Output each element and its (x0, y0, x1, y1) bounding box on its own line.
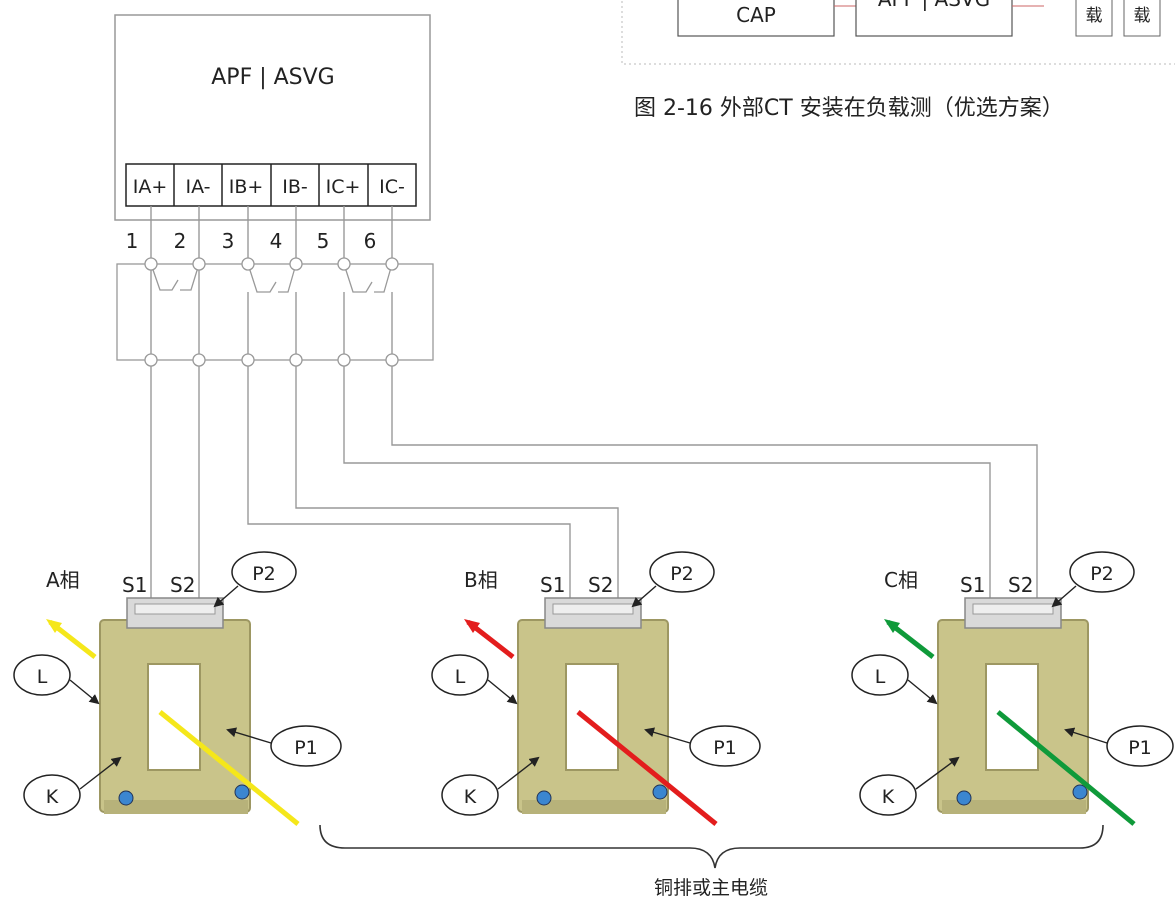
p1-label-a: P1 (294, 737, 318, 759)
bottom-brace (319, 824, 1104, 869)
p1-label-b: P1 (713, 737, 737, 759)
terminal-ic-minus: IC- (379, 176, 405, 198)
p2-label-c: P2 (1090, 563, 1114, 585)
phase-label-a: A相 (46, 568, 80, 592)
terminal-ib-plus: IB+ (229, 176, 264, 198)
s1-label-b: S1 (540, 573, 565, 597)
inset-figure: CAP APF | ASVG 载 载 图 2-16 外部CT 安装在负载测（优选… (621, 0, 1175, 121)
inset-load-box-2 (1123, 0, 1161, 37)
bottom-label: 铜排或主电缆 (654, 877, 768, 899)
ct-phase-a: A相 S1 S2 P2 L P1 K (13, 551, 342, 826)
terminal-number-6: 6 (364, 229, 377, 253)
terminal-number-1: 1 (126, 229, 139, 253)
terminal-number-5: 5 (317, 229, 330, 253)
terminal-nodes (144, 257, 399, 367)
conductor-b-lower (576, 710, 718, 826)
terminal-number-4: 4 (270, 229, 283, 253)
s1-label-c: S1 (960, 573, 985, 597)
inset-device-label: APF | ASVG (878, 0, 990, 11)
inset-load-char-2: 载 (1134, 6, 1151, 26)
terminal-ia-minus: IA- (185, 176, 210, 198)
terminal-ic-plus: IC+ (326, 176, 361, 198)
inset-device-box (855, 0, 1013, 37)
conductor-c-lower (996, 710, 1136, 826)
l-label-c: L (875, 666, 886, 688)
phase-label-c: C相 (884, 568, 918, 592)
signal-wires (150, 206, 1038, 598)
s2-label-c: S2 (1008, 573, 1033, 597)
inset-caption: 图 2-16 外部CT 安装在负载测（优选方案） (634, 96, 1064, 121)
k-label-b: K (464, 786, 477, 808)
s2-label-a: S2 (170, 573, 195, 597)
terminal-strip: IA+ IA- IB+ IB- IC+ IC- (125, 163, 417, 207)
k-label-a: K (46, 786, 59, 808)
s2-label-b: S2 (588, 573, 613, 597)
inset-border (621, 0, 1175, 65)
inset-cap-label: CAP (736, 3, 776, 27)
inset-cap-box (677, 0, 835, 37)
phase-label-b: B相 (464, 568, 498, 592)
l-label-b: L (455, 666, 466, 688)
terminal-ib-minus: IB- (282, 176, 308, 198)
conductor-a-lower (158, 710, 300, 826)
shorting-terminal-block (116, 263, 434, 361)
terminal-number-3: 3 (222, 229, 235, 253)
ct-phase-b: B相 S1 S2 P2 L P1 K (431, 551, 761, 826)
p1-label-c: P1 (1128, 737, 1152, 759)
device-title: APF | ASVG (211, 65, 334, 90)
s1-label-a: S1 (122, 573, 147, 597)
terminal-ia-plus: IA+ (133, 176, 168, 198)
inset-load-box-1 (1075, 0, 1113, 37)
terminal-number-2: 2 (174, 229, 187, 253)
inset-load-char-1: 载 (1086, 6, 1103, 26)
ct-phase-c: C相 S1 S2 P2 L P1 K (851, 551, 1174, 826)
l-label-a: L (37, 666, 48, 688)
p2-label-a: P2 (252, 563, 276, 585)
terminal-numbers: 1 2 3 4 5 6 (126, 229, 377, 253)
p2-label-b: P2 (670, 563, 694, 585)
k-label-c: K (882, 786, 895, 808)
